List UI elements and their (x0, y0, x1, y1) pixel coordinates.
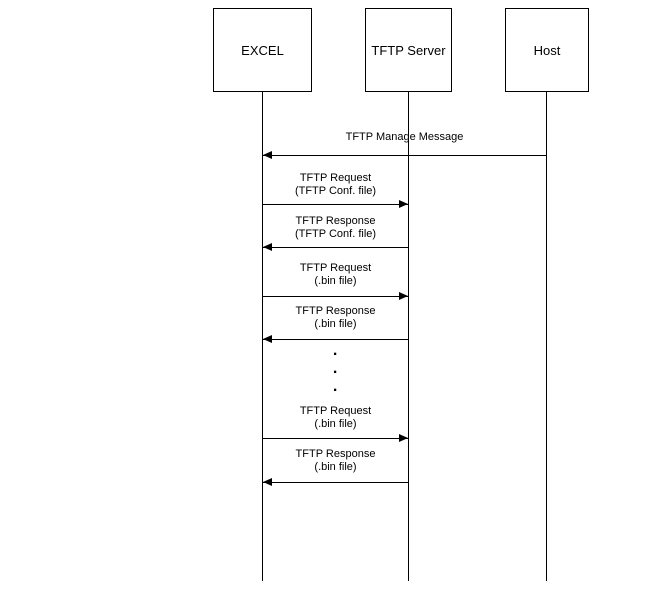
lifeline-tftp-server (408, 92, 409, 581)
actor-box-excel: EXCEL (213, 8, 312, 92)
message-label-response-bin-1: TFTP Response (.bin file) (263, 305, 408, 331)
message-label-request-bin-2: TFTP Request (.bin file) (263, 405, 408, 431)
lifeline-excel (262, 92, 263, 581)
message-line-manage (263, 155, 546, 156)
message-label-request-bin-1: TFTP Request (.bin file) (263, 262, 408, 288)
message-line-response-conf (263, 247, 408, 248)
lifeline-host (546, 92, 547, 581)
message-line-request-bin-2 (263, 438, 408, 439)
message-text: TFTP Response (295, 305, 376, 317)
ellipsis-dot: · (332, 346, 339, 363)
ellipsis-dot: · (332, 364, 339, 381)
message-text: TFTP Request (299, 262, 372, 274)
message-line-response-bin-1 (263, 339, 408, 340)
arrowhead-left-icon (263, 335, 272, 343)
actor-label-tftp-server: TFTP Server (371, 42, 446, 58)
message-label-request-conf: TFTP Request (TFTP Conf. file) (263, 172, 408, 198)
message-text: TFTP Response (295, 215, 376, 227)
message-line-response-bin-2 (263, 482, 408, 483)
ellipsis-dots: · · · (263, 346, 408, 400)
message-text: (TFTP Conf. file) (294, 185, 377, 197)
message-text: TFTP Request (299, 405, 372, 417)
arrowhead-left-icon (263, 151, 272, 159)
arrowhead-right-icon (399, 434, 408, 442)
message-text: (.bin file) (314, 275, 357, 287)
message-label-response-conf: TFTP Response (TFTP Conf. file) (263, 215, 408, 241)
message-text: TFTP Request (299, 172, 372, 184)
message-label-response-bin-2: TFTP Response (.bin file) (263, 448, 408, 474)
message-text: (.bin file) (314, 418, 357, 430)
message-text: (.bin file) (314, 461, 357, 473)
actor-box-host: Host (505, 8, 589, 92)
arrowhead-right-icon (399, 200, 408, 208)
arrowhead-left-icon (263, 243, 272, 251)
message-text: (TFTP Conf. file) (294, 228, 377, 240)
actor-label-excel: EXCEL (241, 42, 284, 58)
message-label-manage: TFTP Manage Message (263, 131, 546, 144)
message-text: (.bin file) (314, 318, 357, 330)
message-text: TFTP Response (295, 448, 376, 460)
actor-label-host: Host (533, 42, 561, 58)
actor-box-tftp-server: TFTP Server (365, 8, 452, 92)
message-line-request-conf (263, 204, 408, 205)
ellipsis-dot: · (332, 382, 339, 399)
message-line-request-bin-1 (263, 296, 408, 297)
arrowhead-right-icon (399, 292, 408, 300)
message-text: TFTP Manage Message (345, 131, 464, 143)
arrowhead-left-icon (263, 478, 272, 486)
